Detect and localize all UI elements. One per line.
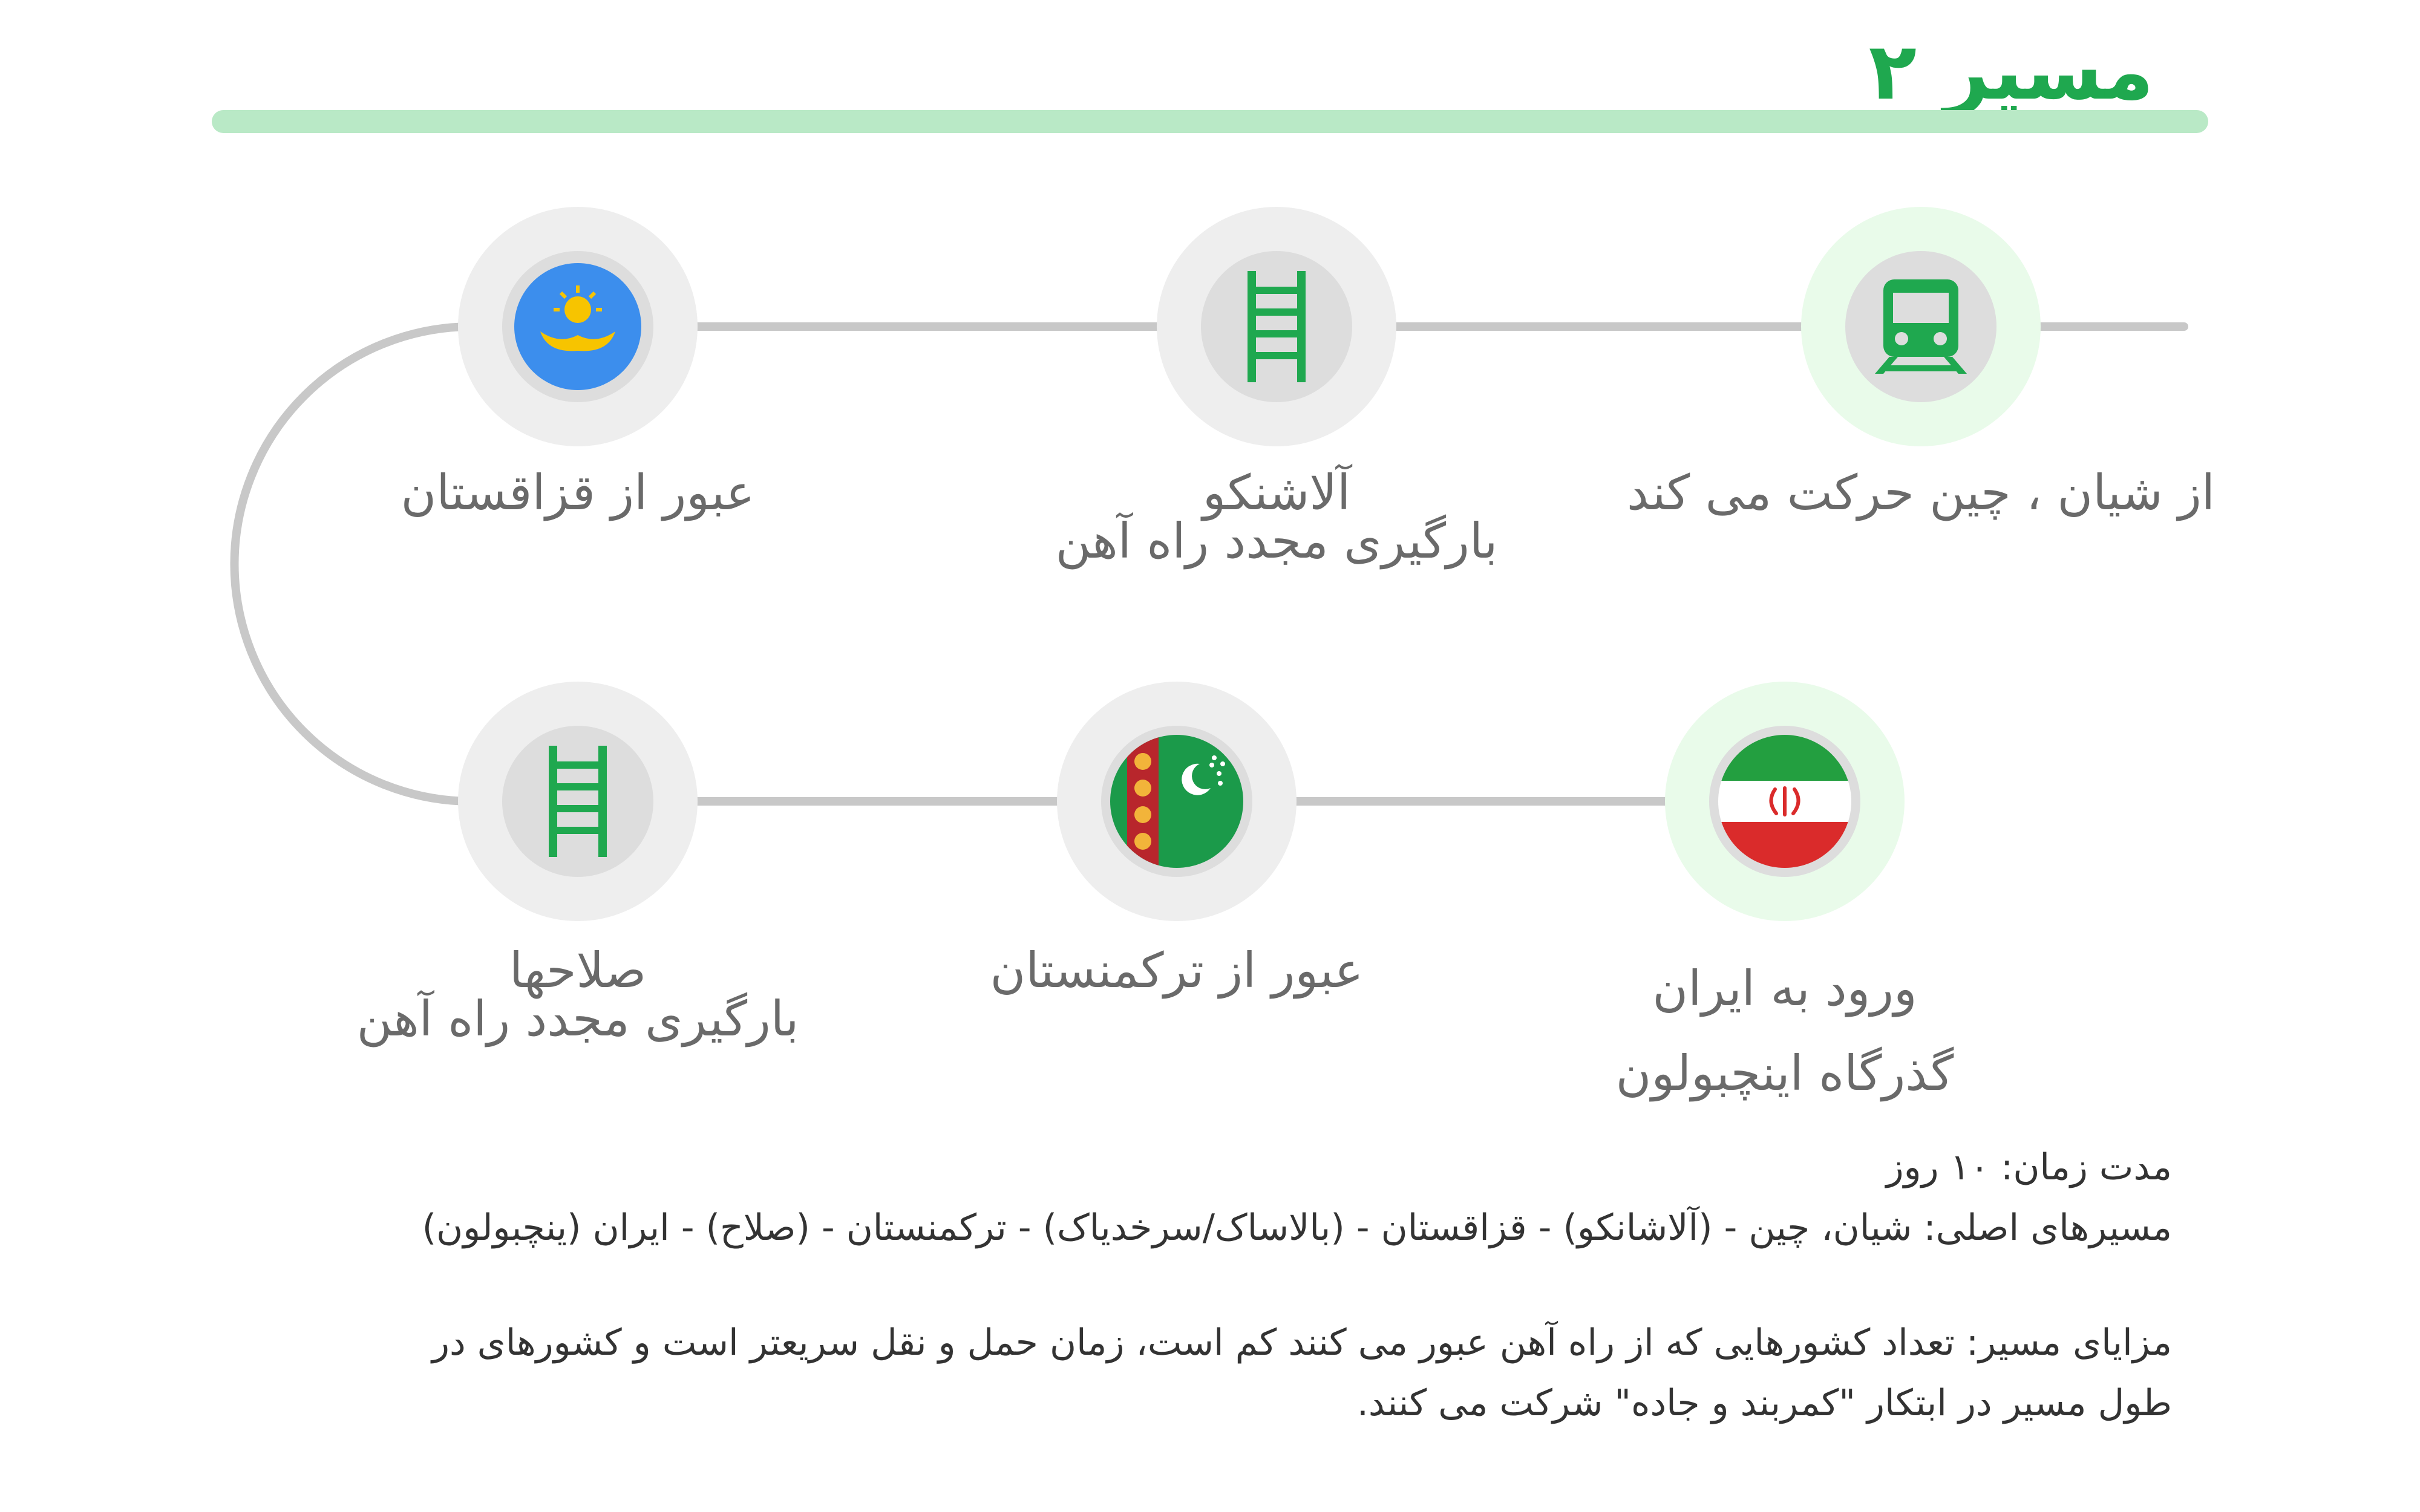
label-alashankou-line-1: آلاشنکو bbox=[1202, 464, 1351, 521]
label-turkmenistan-line-1: عبور از ترکمنستان bbox=[990, 942, 1364, 999]
node-iran bbox=[1665, 682, 1905, 921]
rail-track-icon bbox=[1248, 271, 1306, 382]
node-turkmenistan bbox=[1057, 682, 1297, 921]
duration-text: مدت زمان: ۱۰ روز bbox=[1886, 1146, 2172, 1188]
node-alashankou bbox=[1157, 207, 1396, 446]
label-iran-line-2: گذرگاه اینچبولون bbox=[1615, 1045, 1954, 1101]
title-underline bbox=[212, 110, 2208, 133]
rail-track-icon bbox=[549, 746, 607, 857]
route-info: مدت زمان: ۱۰ روز مسیرهای اصلی: شیان، چین… bbox=[357, 1137, 2172, 1258]
label-xian-line-1: از شیان ، چین حرکت می کند bbox=[1626, 464, 2216, 521]
iran-flag-icon bbox=[1718, 735, 1851, 868]
label-kazakhstan-line-1: عبور از قزاقستان bbox=[401, 464, 755, 521]
label-iran: ورود به ایران گذرگاه اینچبولون bbox=[1549, 947, 2021, 1116]
node-kazakhstan bbox=[458, 207, 698, 446]
route-advantages: مزایای مسیر: تعداد کشورهایی که از راه آه… bbox=[357, 1312, 2172, 1433]
label-salahha-line-2: بارگیری مجدد راه آهن bbox=[356, 991, 799, 1047]
node-salahha bbox=[458, 682, 698, 921]
route-curve bbox=[230, 322, 476, 806]
kazakhstan-flag-icon bbox=[514, 263, 641, 390]
node-xian bbox=[1801, 207, 2041, 446]
train-icon bbox=[1875, 279, 1967, 374]
label-salahha: صلاحها بارگیری مجدد راه آهن bbox=[321, 947, 835, 1043]
label-alashankou: آلاشنکو بارگیری مجدد راه آهن bbox=[1022, 469, 1531, 565]
page-title: مسیر ۲ bbox=[1868, 25, 2154, 117]
label-iran-line-1: ورود به ایران bbox=[1652, 960, 1917, 1017]
label-kazakhstan: عبور از قزاقستان bbox=[345, 469, 811, 517]
label-salahha-line-1: صلاحها bbox=[509, 942, 647, 999]
advantages-text: مزایای مسیر: تعداد کشورهایی که از راه آه… bbox=[432, 1321, 2172, 1424]
turkmenistan-flag-icon bbox=[1110, 735, 1243, 868]
main-routes-text: مسیرهای اصلی: شیان، چین - (آلاشانکو) - ق… bbox=[422, 1207, 2172, 1249]
label-alashankou-line-2: بارگیری مجدد راه آهن bbox=[1055, 513, 1498, 569]
label-xian: از شیان ، چین حرکت می کند bbox=[1621, 469, 2220, 517]
label-turkmenistan: عبور از ترکمنستان bbox=[926, 947, 1428, 995]
